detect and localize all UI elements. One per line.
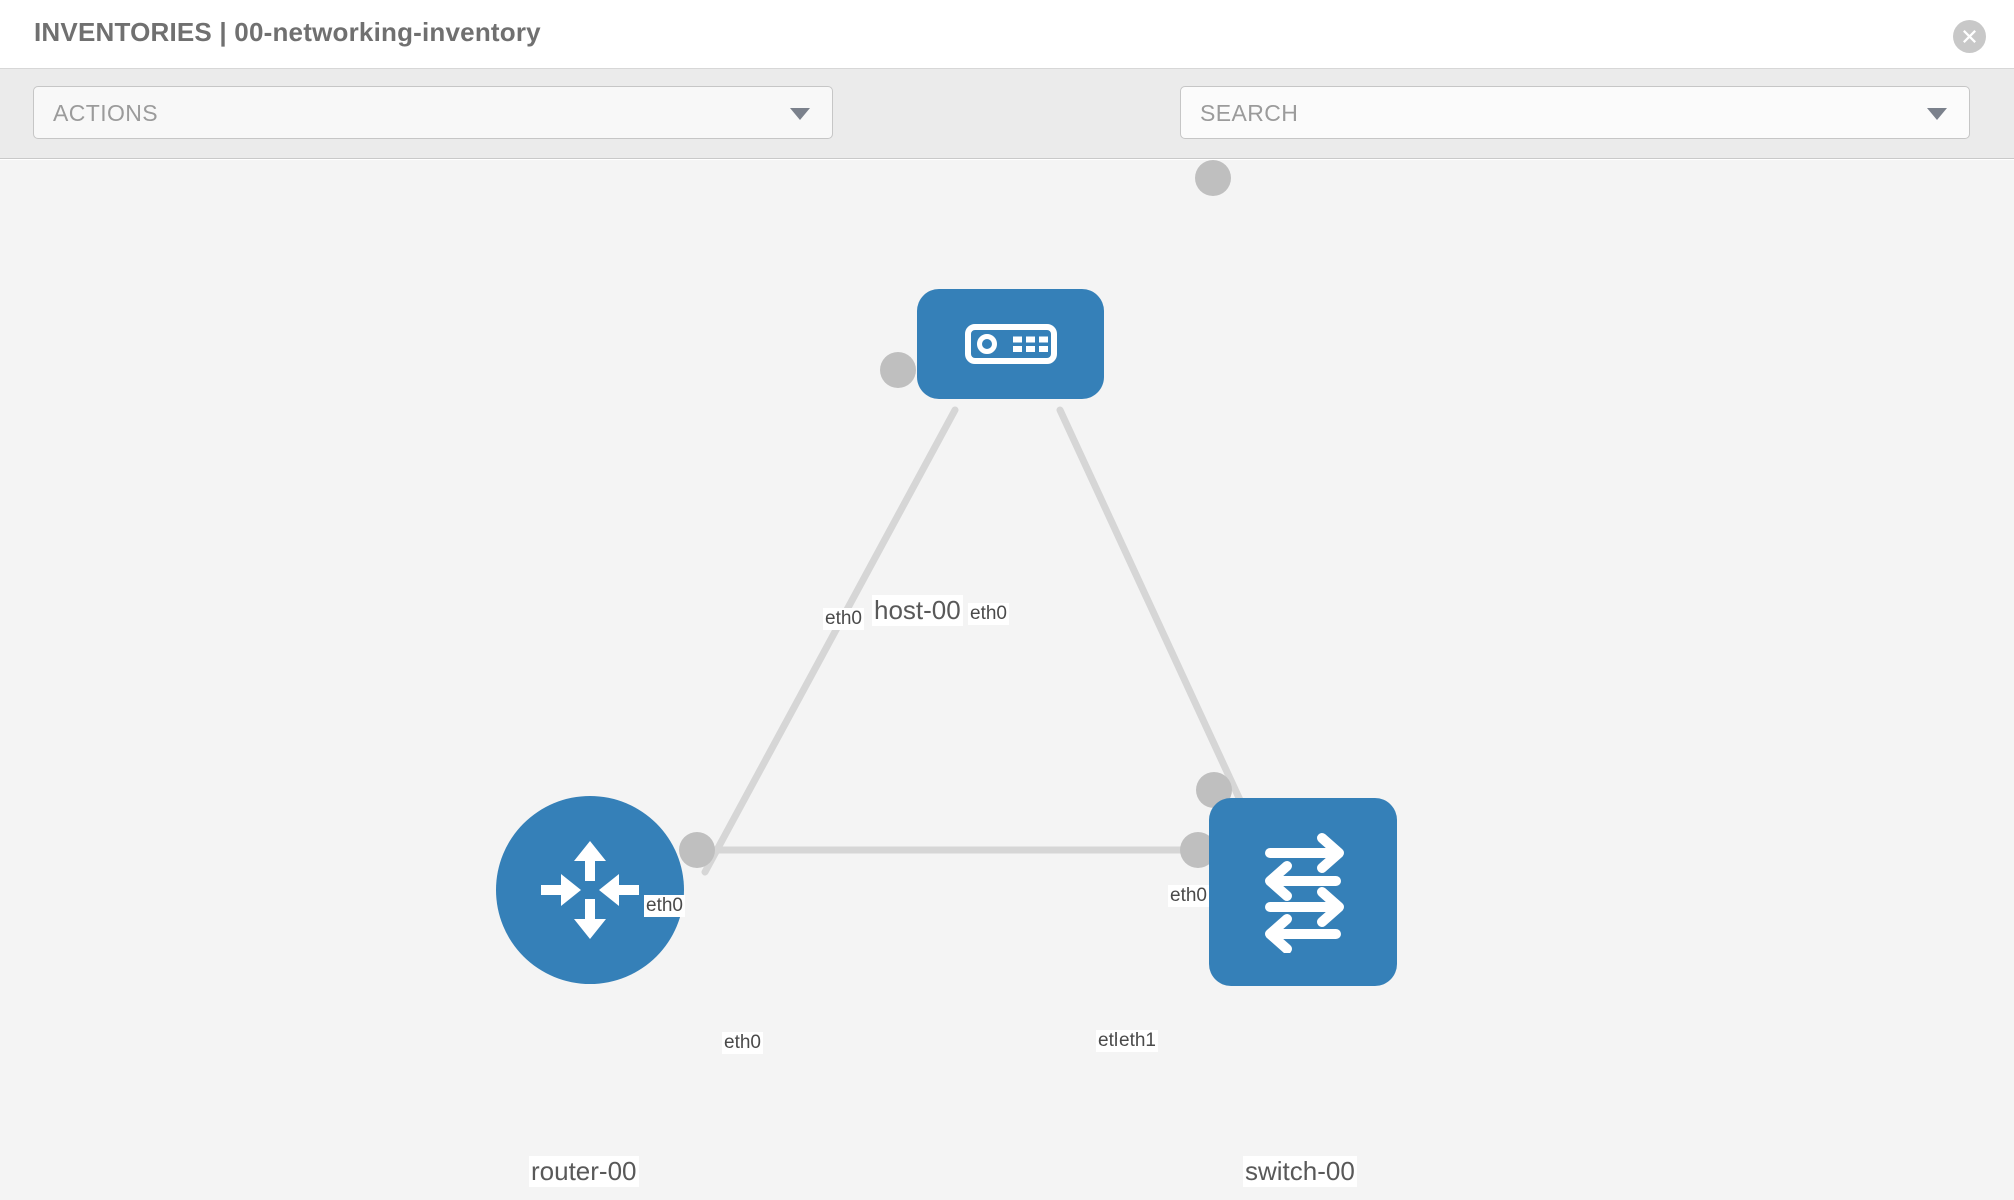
topology-edges bbox=[696, 406, 1244, 876]
router-four-arrows-icon bbox=[541, 841, 639, 939]
interface-label: eth0 bbox=[722, 1032, 763, 1054]
interface-label: eth1 bbox=[1117, 1030, 1158, 1052]
switch-arrows-icon bbox=[1265, 833, 1344, 953]
search-input[interactable]: SEARCH bbox=[1180, 86, 1970, 139]
node-label-router-00: router-00 bbox=[529, 1156, 639, 1187]
interface-label: eth0 bbox=[968, 603, 1009, 625]
chevron-down-icon bbox=[1927, 108, 1947, 120]
interface-label: eth0 bbox=[644, 895, 685, 917]
port-nub bbox=[679, 832, 715, 868]
interface-label: eth0 bbox=[823, 608, 864, 630]
port-nub bbox=[880, 352, 916, 388]
node-label-switch-00: switch-00 bbox=[1243, 1156, 1357, 1187]
actions-dropdown-label: ACTIONS bbox=[53, 100, 159, 126]
chevron-down-icon bbox=[790, 108, 810, 120]
port-nub bbox=[1195, 160, 1231, 196]
close-icon[interactable] bbox=[1953, 20, 1986, 53]
node-label-host-00: host-00 bbox=[872, 595, 963, 626]
toolbar: ACTIONS SEARCH bbox=[0, 69, 2014, 199]
node-router-00[interactable] bbox=[496, 796, 684, 984]
page-title: INVENTORIES | 00-networking-inventory bbox=[34, 17, 541, 47]
node-switch-00[interactable] bbox=[1209, 798, 1397, 986]
page-header: INVENTORIES | 00-networking-inventory bbox=[0, 0, 2014, 69]
interface-label: eth0 bbox=[1168, 885, 1209, 907]
actions-dropdown[interactable]: ACTIONS bbox=[33, 86, 833, 139]
node-host-00[interactable] bbox=[917, 289, 1104, 399]
search-placeholder: SEARCH bbox=[1200, 100, 1299, 126]
server-device-icon bbox=[964, 324, 1057, 364]
topology-canvas[interactable]: host-00 router-00 bbox=[0, 160, 2014, 1200]
